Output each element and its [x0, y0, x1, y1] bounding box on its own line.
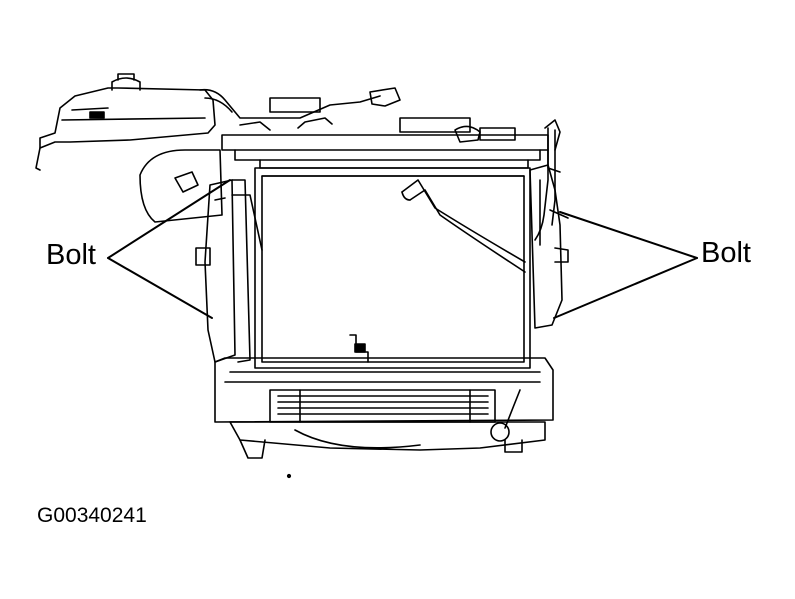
lower-radiator-support — [215, 335, 553, 422]
bolt-callout-left: Bolt — [46, 239, 96, 271]
left-side-tank — [196, 180, 262, 362]
figure-id: G00340241 — [37, 504, 147, 527]
bolt-callout-right: Bolt — [701, 237, 751, 269]
coolant-reservoir — [36, 74, 215, 170]
stray-mark — [288, 475, 291, 478]
upper-radiator-hose — [402, 180, 525, 272]
upper-hose-harness — [200, 88, 515, 142]
reservoir-cap — [112, 74, 140, 90]
left-bolt-leaders — [108, 180, 230, 318]
right-bolt-leaders — [554, 212, 697, 318]
lower-skid-plate — [230, 390, 545, 458]
oil-cooler — [270, 390, 495, 422]
radiator-core — [255, 168, 530, 368]
right-condenser-line — [535, 128, 555, 240]
